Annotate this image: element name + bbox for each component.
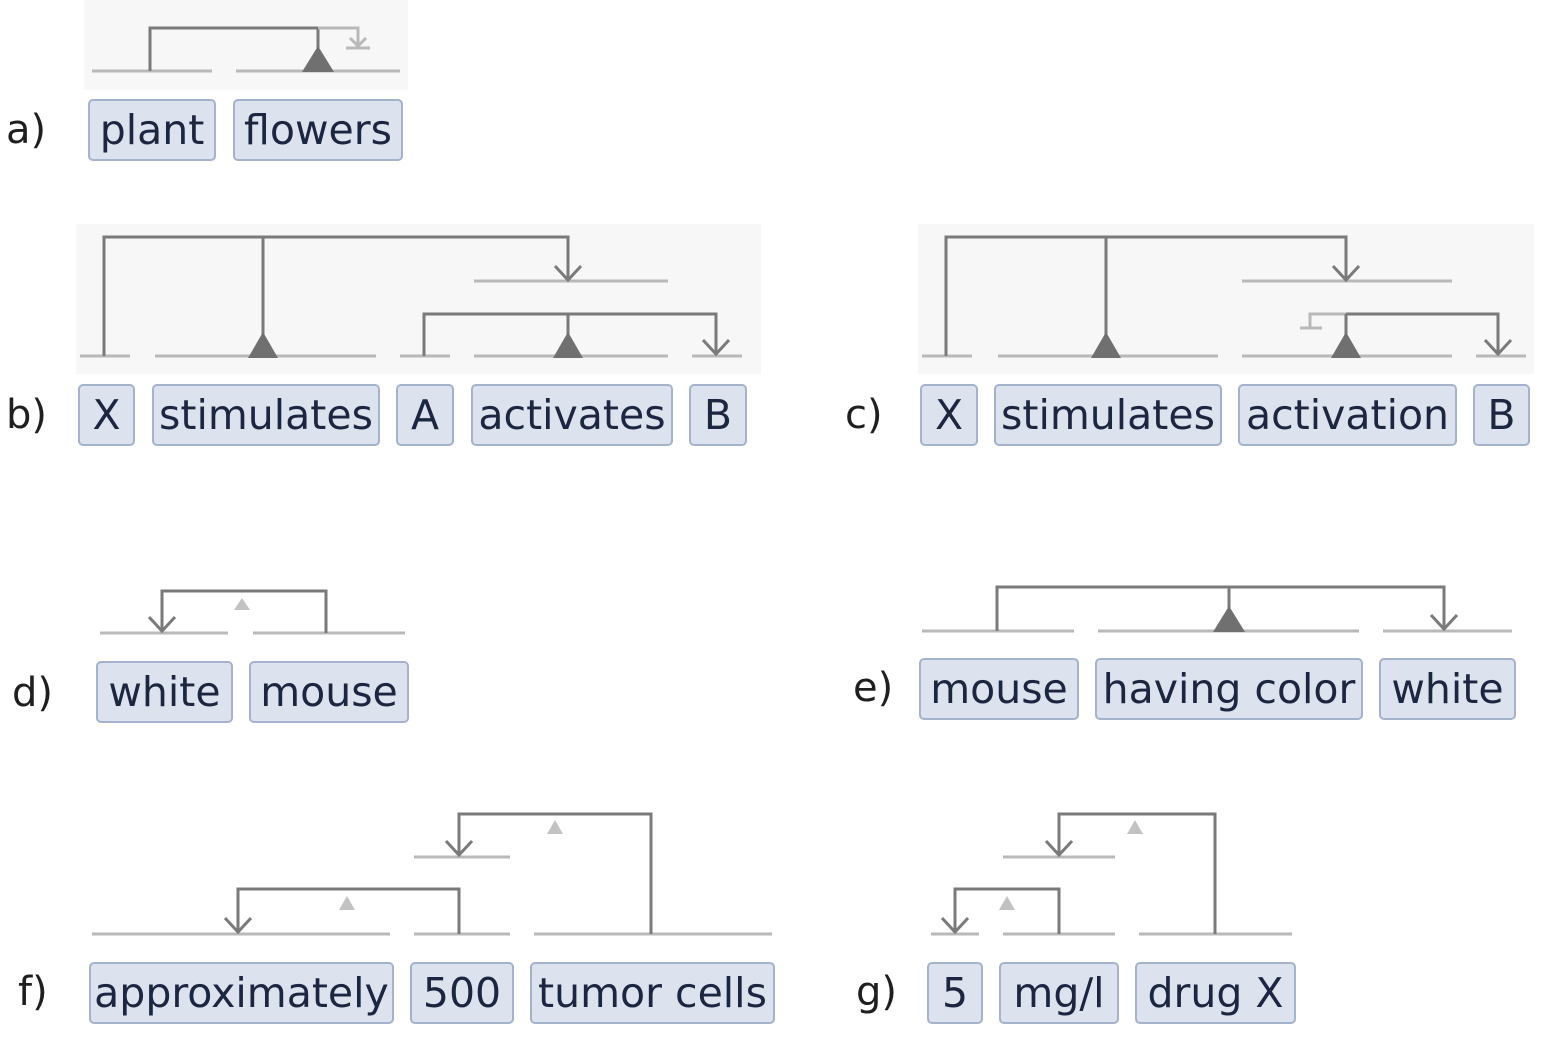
token-flowers[interactable]: flowers [233,99,403,161]
arcs-g [931,812,1292,936]
example-label-a: a) [6,107,47,153]
arcs-b [80,235,742,358]
arcs-a [92,26,400,73]
token-5[interactable]: 5 [927,962,983,1024]
token-x[interactable]: X [78,384,135,446]
token-activates[interactable]: activates [471,384,673,446]
arcs-e [922,585,1512,633]
panel-a [84,0,408,90]
token-plant[interactable]: plant [88,99,216,161]
example-label-g: g) [856,969,897,1015]
token-approximately[interactable]: approximately [89,962,394,1024]
token-drug-x[interactable]: drug X [1135,962,1296,1024]
token-mouse[interactable]: mouse [919,658,1079,720]
token-stimulates[interactable]: stimulates [994,384,1222,446]
arcs-c [922,235,1526,358]
token-white[interactable]: white [96,661,233,723]
token-stimulates[interactable]: stimulates [152,384,380,446]
panel-c [918,224,1534,374]
token-mouse[interactable]: mouse [249,661,409,723]
example-label-d: d) [12,670,53,716]
token-tumor-cells[interactable]: tumor cells [530,962,775,1024]
token-having-color[interactable]: having color [1095,658,1363,720]
example-label-e: e) [853,665,894,711]
example-label-c: c) [845,392,883,438]
token-x[interactable]: X [920,384,978,446]
head-triangle [302,46,334,72]
token-500[interactable]: 500 [410,962,514,1024]
token-b[interactable]: B [689,384,747,446]
token-a[interactable]: A [396,384,454,446]
arcs-d [100,589,405,635]
panel-b [76,224,761,374]
example-label-b: b) [6,392,47,438]
token-white[interactable]: white [1379,658,1516,720]
token-b[interactable]: B [1473,384,1530,446]
arcs-f [92,812,772,936]
token-mg-l[interactable]: mg/l [999,962,1119,1024]
example-label-f: f) [18,969,48,1015]
token-activation[interactable]: activation [1238,384,1457,446]
